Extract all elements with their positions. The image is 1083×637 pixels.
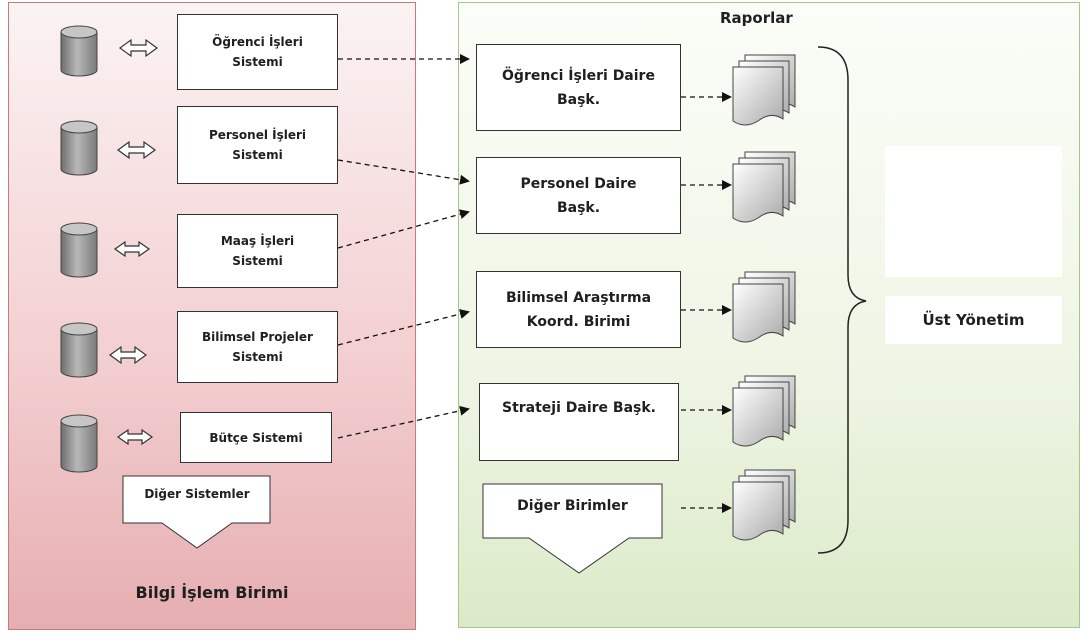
- down-arrow-icon-right: [482, 483, 663, 574]
- unit-label: Öğrenci İşleri Daire Başk.: [502, 67, 655, 108]
- bilgi-islem-title: Bilgi İşlem Birimi: [135, 583, 289, 602]
- bidirectional-arrow-icon-3: [113, 240, 151, 258]
- report-stack-icon-5: [732, 469, 796, 541]
- database-icon-3: [60, 222, 98, 278]
- system-label: Öğrenci İşleri Sistemi: [212, 35, 303, 69]
- report-stack-icon-4: [732, 375, 796, 447]
- system-label: Bütçe Sistemi: [209, 430, 303, 445]
- ust-yonetim-label: Üst Yönetim: [922, 311, 1025, 329]
- unit-box-ogrenci: Öğrenci İşleri Daire Başk.: [476, 44, 681, 131]
- diger-birimler-label: Diğer Birimler: [517, 498, 628, 514]
- ust-yonetim-box: Üst Yönetim: [885, 296, 1062, 344]
- bidirectional-arrow-icon-2: [116, 140, 157, 160]
- unit-label: Bilimsel Araştırma Koord. Birimi: [505, 289, 652, 330]
- report-stack-icon-2: [732, 151, 796, 223]
- database-icon-1: [60, 25, 98, 77]
- report-stack-icon-1: [732, 54, 796, 126]
- down-arrow-icon-left: [122, 475, 271, 549]
- database-icon-5: [60, 414, 98, 473]
- raporlar-title: Raporlar: [720, 9, 793, 27]
- bidirectional-arrow-icon-4: [108, 345, 148, 365]
- dashed-arrow-icon-4: [337, 309, 470, 346]
- unit-box-personel: Personel Daire Başk.: [476, 157, 681, 234]
- system-label: Personel İşleri Sistemi: [208, 128, 307, 162]
- unit-label: Personel Daire Başk.: [520, 175, 637, 216]
- system-label: Maaş İşleri Sistemi: [220, 234, 295, 268]
- system-box-personel: Personel İşleri Sistemi: [177, 106, 338, 184]
- dashed-arrow-icon-5: [337, 405, 470, 439]
- curly-brace-icon: [817, 46, 867, 554]
- unit-box-strateji: Strateji Daire Başk.: [479, 383, 679, 461]
- system-box-maas: Maaş İşleri Sistemi: [177, 214, 338, 288]
- bidirectional-arrow-icon-1: [118, 38, 159, 58]
- dashed-arrow-icon-2: [337, 159, 470, 185]
- system-box-bilimsel: Bilimsel Projeler Sistemi: [177, 311, 338, 383]
- dashed-arrow-icon-3: [337, 209, 470, 249]
- unit-label: Strateji Daire Başk.: [501, 400, 656, 416]
- database-icon-4: [60, 322, 98, 378]
- bidirectional-arrow-icon-5: [116, 428, 154, 446]
- system-box-ogrenci: Öğrenci İşleri Sistemi: [177, 14, 338, 90]
- presentation-card: [885, 146, 1062, 277]
- diger-sistemler-label: Diğer Sistemler: [144, 487, 250, 501]
- unit-box-bilimsel: Bilimsel Araştırma Koord. Birimi: [476, 271, 681, 348]
- database-icon-2: [60, 120, 98, 176]
- system-label: Bilimsel Projeler Sistemi: [202, 330, 313, 364]
- system-box-butce: Bütçe Sistemi: [180, 412, 332, 463]
- report-stack-icon-3: [732, 271, 796, 343]
